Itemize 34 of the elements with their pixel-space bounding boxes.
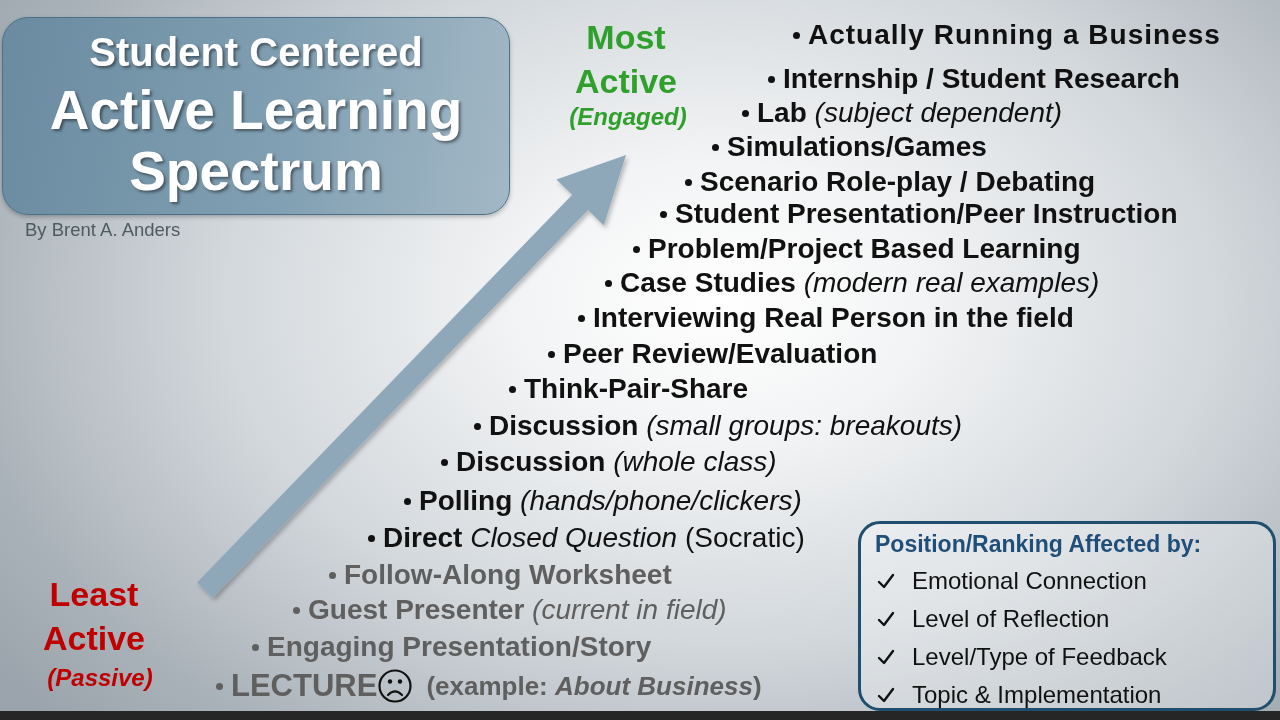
activity-item: Internship / Student Research <box>783 62 1180 96</box>
title-text: Student Centered <box>88 29 424 75</box>
activity-item: Discussion (small groups: breakouts) <box>489 409 963 443</box>
activity-item: Actually Running a Business <box>808 18 1221 52</box>
scale-label: (Engaged) <box>569 102 687 132</box>
scale-label: (Passive) <box>47 663 153 693</box>
title-panel <box>2 17 510 215</box>
activity-item: Engaging Presentation/Story <box>267 630 652 664</box>
activity-item: Scenario Role-play / Debating <box>700 165 1096 199</box>
scale-label: Most Active <box>573 17 679 102</box>
info-panel <box>858 521 1276 711</box>
checklist-item: Level of Reflection <box>912 605 1110 633</box>
activity-item: Simulations/Games <box>727 130 987 164</box>
activity-item: Interviewing Real Person in the field <box>593 301 1074 335</box>
author-credit: By Brent A. Anders <box>25 218 181 242</box>
panel-heading: Position/Ranking Affected by: <box>875 530 1202 559</box>
activity-item: Polling (hands/phone/clickers) <box>419 484 802 518</box>
activity-item: Direct Closed Question (Socratic) <box>383 521 805 555</box>
activity-item: Think-Pair-Share <box>524 372 749 406</box>
activity-item: Case Studies (modern real examples) <box>620 266 1100 300</box>
activity-item: Follow-Along Worksheet <box>344 558 672 592</box>
activity-item: (example: About Business) <box>426 670 762 702</box>
checklist-item: Topic & Implementation <box>912 681 1162 709</box>
scale-label: Least Active <box>41 574 147 659</box>
activity-item: Peer Review/Evaluation <box>563 337 878 371</box>
activity-item: Discussion (whole class) <box>456 445 777 479</box>
checklist-item: Emotional Connection <box>912 567 1147 595</box>
activity-item: Lab (subject dependent) <box>757 96 1063 130</box>
checklist-item: Level/Type of Feedback <box>912 643 1167 671</box>
activity-item: LECTURE <box>231 669 378 703</box>
title-text: Active Learning Spectrum <box>48 80 464 202</box>
activity-item: Student Presentation/Peer Instruction <box>675 197 1178 231</box>
activity-item: Guest Presenter (current in field) <box>308 593 727 627</box>
activity-item: Problem/Project Based Learning <box>648 232 1081 266</box>
